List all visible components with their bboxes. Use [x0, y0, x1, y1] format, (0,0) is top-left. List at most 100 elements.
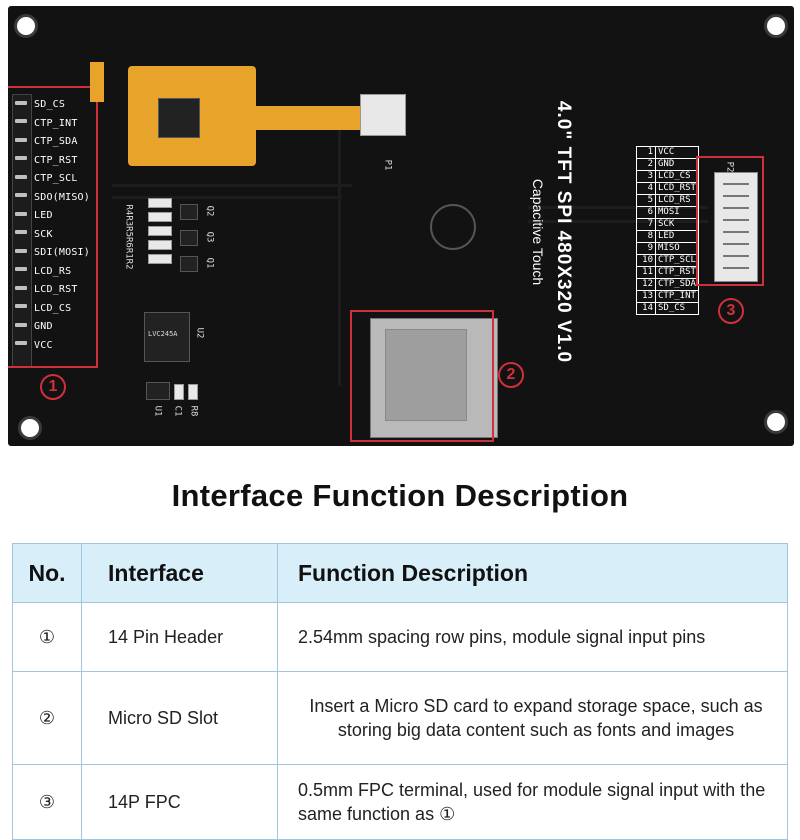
- u1-label: U1: [152, 405, 163, 417]
- pin-label: CTP_SCL: [34, 173, 78, 184]
- fpc-contact: [723, 219, 749, 221]
- sd-slot-inner: [385, 329, 467, 421]
- p1-connector: [360, 94, 406, 136]
- header-pin: [15, 304, 27, 308]
- header-pin: [15, 341, 27, 345]
- row-number: ②: [12, 671, 82, 765]
- callout-number-3: 3: [718, 298, 744, 324]
- pcb-trace: [528, 220, 708, 223]
- table-header-row: No. Interface Function Description: [12, 543, 788, 603]
- q2-label: Q2: [204, 205, 215, 217]
- touch-controller-chip: [158, 98, 200, 138]
- header-pin: [15, 101, 27, 105]
- row-interface: Micro SD Slot: [81, 671, 278, 765]
- r8-label: R8: [188, 405, 199, 417]
- touch-flex-tail: [246, 106, 366, 130]
- header-pin: [15, 249, 27, 253]
- table-row: ③ 14P FPC 0.5mm FPC terminal, used for m…: [12, 764, 788, 840]
- header-pin: [15, 138, 27, 142]
- pin-label: SDO(MISO): [34, 191, 90, 203]
- interface-table: No. Interface Function Description ① 14 …: [12, 543, 788, 840]
- row-number: ①: [12, 602, 82, 672]
- header-pin: [15, 230, 27, 234]
- board-title-line1: 4.0" TFT SPI 480X320 V1.0: [553, 100, 574, 364]
- transistor-q1: [180, 256, 198, 272]
- pin-label: SD_CS: [34, 99, 66, 110]
- fpc-contact: [723, 207, 749, 209]
- pin-header-callout-box: [8, 86, 98, 368]
- board-title-line2: Capacitive Touch: [530, 178, 546, 286]
- header-pin: [15, 286, 27, 290]
- pin-header: [12, 94, 32, 368]
- fpc-contact: [723, 183, 749, 185]
- q3-label: Q3: [204, 231, 215, 243]
- table-row: ① 14 Pin Header 2.54mm spacing row pins,…: [12, 602, 788, 672]
- resistor: [148, 240, 172, 250]
- q1-label: Q1: [204, 257, 215, 269]
- header-pin: [15, 193, 27, 197]
- pin-label: CTP_INT: [34, 117, 78, 129]
- header-pin: [15, 323, 27, 327]
- pin-label: LCD_CS: [34, 302, 72, 314]
- resistor: [148, 198, 172, 208]
- fpc-contact: [723, 267, 749, 269]
- row-function: Insert a Micro SD card to expand storage…: [277, 671, 788, 765]
- callout-number-2: 2: [498, 362, 524, 388]
- board-title: 4.0" TFT SPI 480X320 V1.0 Capacitive Tou…: [530, 72, 574, 392]
- fpc-connector: [714, 172, 758, 282]
- row-interface: 14 Pin Header: [81, 602, 278, 672]
- pin-label: CTP_RST: [34, 154, 78, 166]
- header-pin: [15, 267, 27, 271]
- fpc-contact: [723, 195, 749, 197]
- p1-label: P1: [382, 159, 393, 171]
- pcb-trace: [528, 206, 708, 209]
- pin-label: LED: [34, 210, 53, 221]
- row-interface: 14P FPC: [81, 764, 278, 840]
- regulator-u1: [146, 382, 170, 400]
- fpc-contact: [723, 231, 749, 233]
- transistor-q2: [180, 204, 198, 220]
- header-pin: [15, 119, 27, 123]
- header-function: Function Description: [277, 543, 788, 603]
- mounting-hole: [764, 14, 788, 38]
- resistor-r8: [188, 384, 198, 400]
- resistor: [148, 254, 172, 264]
- table-row: ② Micro SD Slot Insert a Micro SD card t…: [12, 671, 788, 765]
- chip-marking: LVC245A: [148, 330, 178, 338]
- fpc-contact: [723, 255, 749, 257]
- sd-slot-callout-box: [350, 310, 494, 442]
- row-number: ③: [12, 764, 82, 840]
- mounting-hole: [18, 416, 42, 440]
- pcb-trace: [112, 196, 342, 199]
- pin-label: SCK: [34, 228, 53, 240]
- header-pin: [15, 212, 27, 216]
- fpc-callout-box: [696, 156, 764, 286]
- fpc-contact: [723, 243, 749, 245]
- pcb-trace: [112, 184, 352, 187]
- header-interface: Interface: [81, 543, 278, 603]
- callout-number-1: 1: [40, 374, 66, 400]
- mounting-hole: [764, 410, 788, 434]
- pcb-trace: [338, 126, 341, 386]
- pcb-board: SD_CS CTP_INT CTP_SDA CTP_RST CTP_SCL SD…: [8, 6, 794, 446]
- pin-label: CTP_SDA: [34, 136, 78, 147]
- capacitor-c1: [174, 384, 184, 400]
- header-pin: [15, 175, 27, 179]
- row-function: 2.54mm spacing row pins, module signal i…: [277, 602, 788, 672]
- page-heading: Interface Function Description: [171, 478, 629, 513]
- pin-label: VCC: [34, 339, 53, 351]
- pin-label: LCD_RS: [34, 265, 72, 277]
